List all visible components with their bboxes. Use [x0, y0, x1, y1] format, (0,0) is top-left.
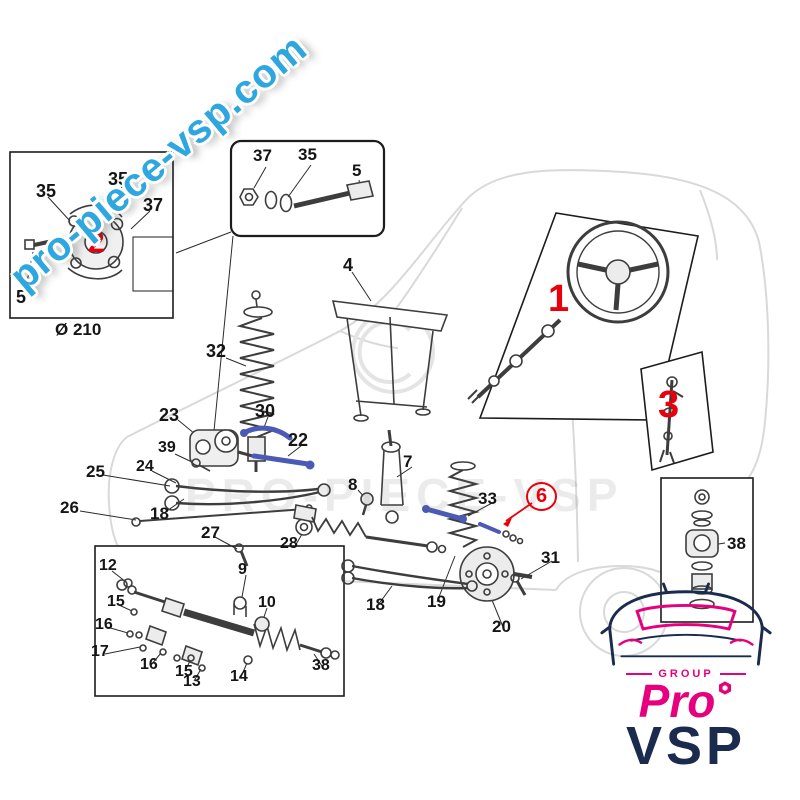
- part-callout-31: 31: [541, 548, 560, 567]
- part-callout-35: 35: [108, 169, 129, 189]
- part-drawings: [24, 180, 719, 672]
- part-callout-35: 35: [298, 145, 317, 164]
- part-callout-38: 38: [312, 657, 330, 674]
- part-callout-32: 32: [206, 341, 227, 361]
- inset-boxes: [9, 139, 754, 697]
- part-callout-20: 20: [492, 617, 511, 636]
- part-callout-35: 35: [36, 181, 57, 201]
- highlight-callout-1[interactable]: 1: [548, 278, 570, 320]
- part-callout-23: 23: [159, 405, 180, 425]
- hardware-inset-box: [229, 139, 386, 238]
- diameter-label: Ø 210: [55, 320, 102, 339]
- part-callout-4: 4: [343, 255, 354, 275]
- logo-word-vsp: VSP: [625, 715, 747, 776]
- part-callout-38: 38: [727, 534, 746, 553]
- provsp-logo: GROUP Pro VSP: [592, 580, 780, 776]
- part-callout-10: 10: [258, 594, 276, 611]
- part-callout-8: 8: [348, 475, 358, 494]
- part-callout-30: 30: [255, 401, 276, 421]
- part-callout-25: 25: [86, 462, 105, 481]
- part-callout-22: 22: [288, 430, 309, 450]
- logo-group-row: GROUP: [592, 668, 780, 680]
- part-callout-18: 18: [366, 595, 385, 614]
- highlight-callout-6[interactable]: 6: [526, 482, 558, 511]
- logo-word-pro: Pro: [592, 675, 780, 727]
- part-callout-7: 7: [403, 452, 413, 471]
- part-callout-28: 28: [280, 535, 298, 552]
- part-callout-5: 5: [352, 161, 362, 180]
- part3-inset-box: [640, 350, 714, 472]
- part-callout-12: 12: [99, 557, 117, 574]
- part-callout-37: 37: [253, 146, 272, 165]
- part-callout-15: 15: [107, 593, 125, 610]
- part-callout-16: 16: [140, 656, 158, 673]
- part-callout-5: 5: [16, 287, 27, 307]
- part-callout-16: 16: [95, 616, 113, 633]
- blue-link-parts: [240, 425, 501, 534]
- part-callout-37: 37: [143, 195, 164, 215]
- part-callout-26: 26: [60, 498, 79, 517]
- highlight-callout-3[interactable]: 3: [658, 384, 680, 426]
- part-callout-24: 24: [136, 458, 154, 475]
- part-callout-15: 15: [175, 663, 193, 680]
- red-annotation-arrow: [503, 502, 533, 527]
- part-callout-33: 33: [478, 489, 497, 508]
- leader-lines: [25, 164, 726, 682]
- group-dash-left: [626, 673, 653, 675]
- part-callout-13: 13: [183, 673, 201, 690]
- part-callout-18: 18: [150, 504, 169, 523]
- logo-pro-text: Pro: [638, 675, 716, 727]
- part-callout-9: 9: [238, 561, 247, 578]
- logo-car-sketch: [600, 582, 772, 666]
- part-callout-14: 14: [230, 668, 248, 685]
- group-dash-right: [719, 673, 746, 675]
- hexagon-bolt-icon: [719, 681, 732, 695]
- part-callout-27: 27: [201, 523, 220, 542]
- part-callout-39: 39: [158, 439, 176, 456]
- highlight-callout-2[interactable]: 2: [88, 226, 105, 259]
- logo-group-label: GROUP: [658, 668, 714, 680]
- part-callout-19: 19: [427, 592, 446, 611]
- part-callout-17: 17: [91, 643, 109, 660]
